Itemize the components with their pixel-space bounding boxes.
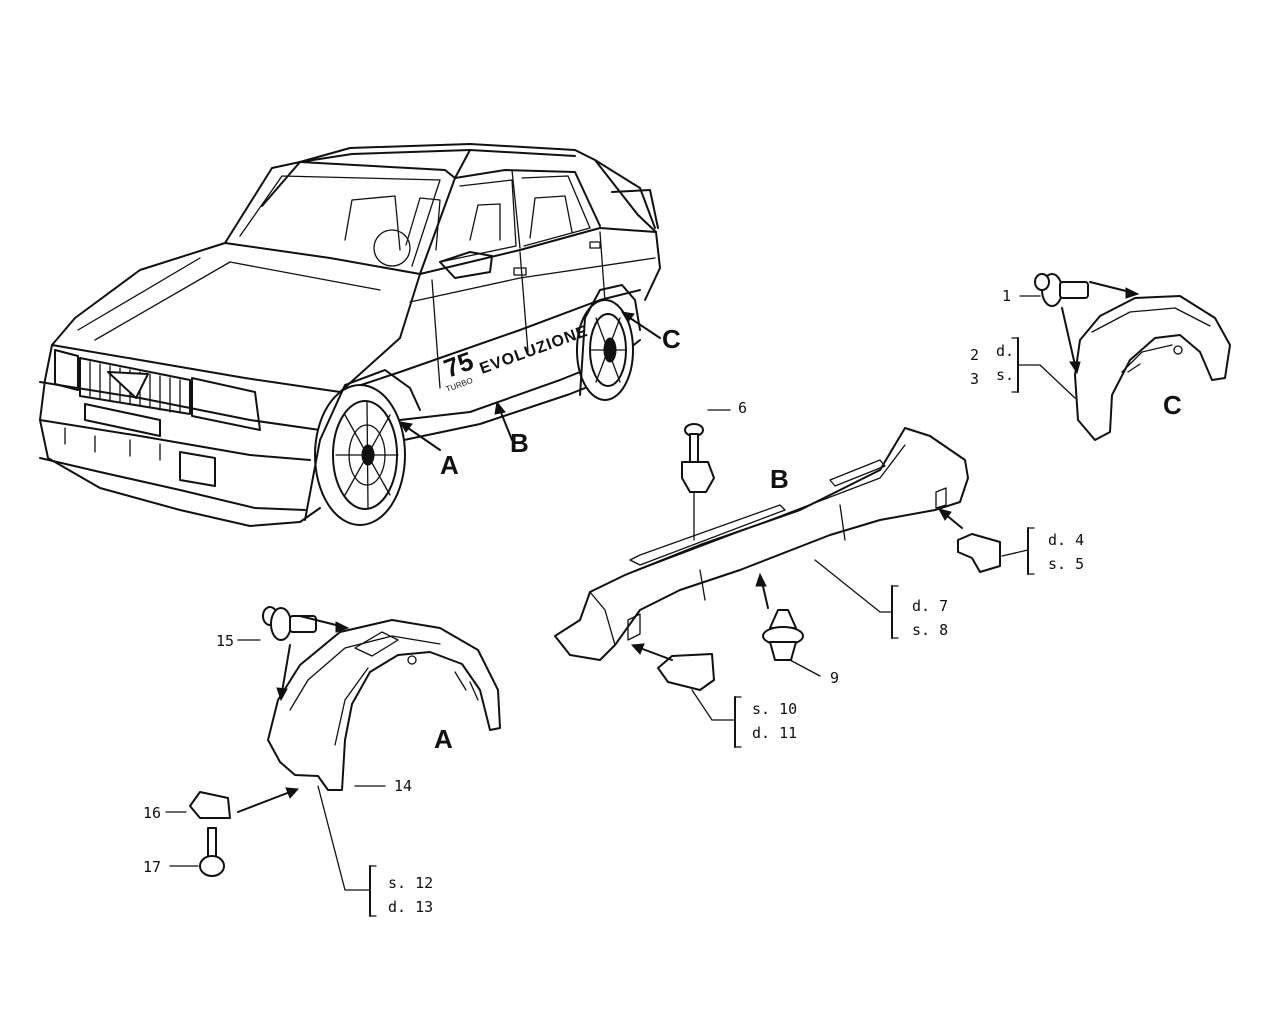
rear-wheel-arch-liner [1074, 295, 1231, 441]
part-label-c: C [1163, 390, 1182, 420]
part-c-wheel-arch-group: 1 2 3 d. s. C [970, 273, 1231, 441]
callout-13: d. 13 [388, 898, 433, 916]
part-a-wheel-arch-group: A 14 15 16 17 s. 12 d. 13 [143, 606, 501, 917]
callout-16: 16 [143, 804, 161, 822]
callout-5: s. 5 [1048, 555, 1084, 573]
callout-1: 1 [1002, 287, 1011, 305]
bolt-15 [262, 606, 317, 641]
callout-7: d. 7 [912, 597, 948, 615]
callout-10: s. 10 [752, 700, 797, 718]
callout-3-side: s. [996, 366, 1014, 384]
screw-6 [681, 423, 715, 541]
callout-2-side: d. [996, 342, 1014, 360]
callout-4: d. 4 [1048, 531, 1084, 549]
part-label-b: B [770, 464, 789, 494]
callout-6: 6 [738, 399, 747, 417]
clip-10-11 [657, 653, 715, 691]
clip-4-5 [957, 533, 1001, 573]
callout-11: d. 11 [752, 724, 797, 742]
callout-14: 14 [394, 777, 412, 795]
car-illustration: 75 TURBO EVOLUZIONE A B C [39, 143, 681, 527]
part-b-side-skirt-group: B 6 d. 4 s. 5 d. 7 s. 8 [554, 399, 1084, 748]
side-skirt [554, 427, 969, 661]
car-label-c: C [662, 324, 681, 354]
callout-17: 17 [143, 858, 161, 876]
push-rivet-9 [762, 609, 804, 661]
callout-8: s. 8 [912, 621, 948, 639]
screw-17 [199, 827, 225, 877]
front-wheel-arch-extension [267, 619, 501, 791]
rear-wheel [576, 299, 634, 401]
callout-15: 15 [216, 632, 234, 650]
clip-16 [189, 791, 231, 819]
part-label-a: A [434, 724, 453, 754]
car-label-b: B [510, 428, 529, 458]
car-label-a: A [440, 450, 459, 480]
callout-2: 2 [970, 346, 979, 364]
callout-3: 3 [970, 370, 979, 388]
bolt-1 [1034, 273, 1089, 307]
badge-evoluzione-text: EVOLUZIONE [478, 323, 591, 378]
front-wheel [314, 384, 406, 526]
callout-9: 9 [830, 669, 839, 687]
evoluzione-badge: 75 TURBO EVOLUZIONE [440, 323, 591, 394]
callout-12: s. 12 [388, 874, 433, 892]
